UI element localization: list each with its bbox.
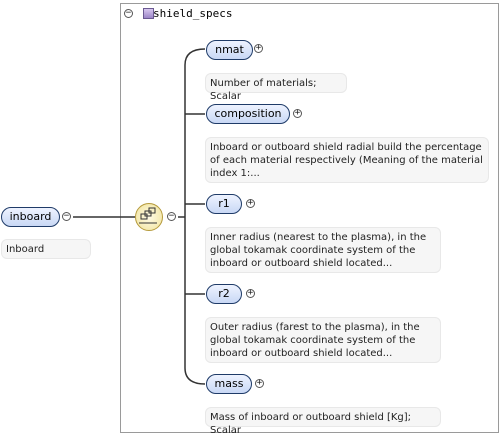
child-node-composition[interactable]: composition xyxy=(206,104,290,124)
child-node-r2[interactable]: r2 xyxy=(206,284,242,304)
child-description-r2: Outer radius (farest to the plasma), in … xyxy=(205,317,441,363)
sequence-collapse-toggle[interactable]: − xyxy=(167,211,176,221)
child-node-r1[interactable]: r1 xyxy=(206,194,242,214)
group-title: shield_specs xyxy=(153,7,233,20)
sequence-compositor-icon xyxy=(139,207,157,224)
child-expand-toggle[interactable]: + xyxy=(254,43,263,53)
child-description-r1: Inner radius (nearest to the plasma), in… xyxy=(205,227,441,273)
child-expand-toggle[interactable]: + xyxy=(255,378,264,388)
complex-type-icon xyxy=(143,8,154,19)
child-expand-toggle[interactable]: + xyxy=(293,108,302,118)
child-expand-toggle[interactable]: + xyxy=(246,288,255,298)
child-description-mass: Mass of inboard or outboard shield [Kg];… xyxy=(205,407,441,436)
child-expand-toggle[interactable]: + xyxy=(246,198,255,208)
group-collapse-toggle[interactable]: − xyxy=(124,8,133,18)
root-element-node[interactable]: inboard xyxy=(1,207,60,227)
child-node-nmat[interactable]: nmat xyxy=(206,40,253,60)
sequence-compositor[interactable] xyxy=(135,203,163,231)
root-description: Inboard xyxy=(1,239,91,259)
child-description-composition: Inboard or outboard shield radial build … xyxy=(205,137,489,183)
child-description-nmat: Number of materials; Scalar xyxy=(205,73,347,102)
child-node-mass[interactable]: mass xyxy=(206,374,252,394)
root-collapse-toggle[interactable]: − xyxy=(62,211,71,221)
